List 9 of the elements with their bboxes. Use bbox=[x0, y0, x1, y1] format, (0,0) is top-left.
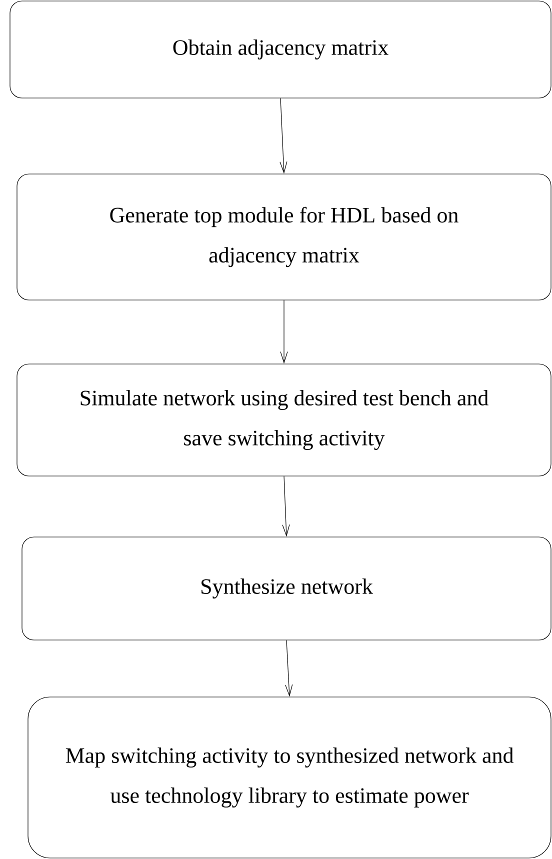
arrow bbox=[280, 300, 288, 364]
process-box: Synthesize network bbox=[22, 536, 552, 640]
arrow bbox=[285, 640, 293, 697]
process-box: Obtain adjacency matrix bbox=[10, 0, 552, 98]
process-box: Simulate network using desired test bench and save switching activity bbox=[16, 364, 552, 476]
arrow bbox=[282, 476, 290, 537]
arrow bbox=[280, 98, 288, 174]
process-box: Generate top module for HDL based on adjacency matrix bbox=[16, 174, 552, 300]
process-box: Map switching activity to synthesized network and use technology library to estimate power bbox=[28, 696, 552, 858]
